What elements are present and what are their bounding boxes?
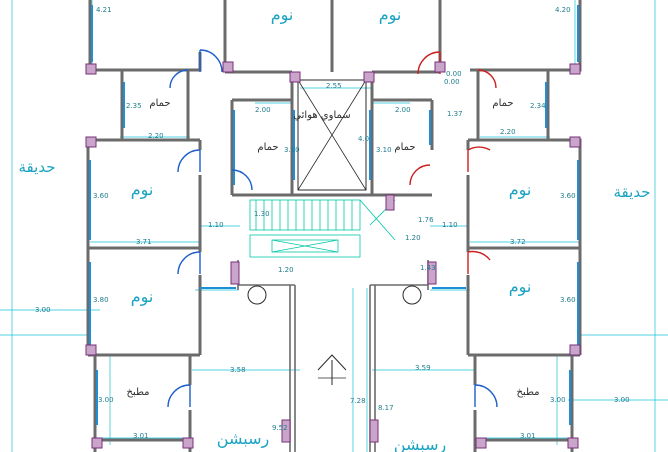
room-label-kitchen-right: مطبخ — [516, 387, 539, 398]
room-label-bedroom-right-2: نوم — [509, 277, 532, 297]
columns — [85, 61, 581, 449]
entrance-arrow-icon — [317, 354, 347, 385]
dim-text: 3.00 — [550, 396, 566, 404]
dim-text: 1.20 — [278, 266, 294, 274]
dim-text: 3.71 — [136, 238, 152, 246]
air-shaft — [297, 79, 367, 191]
dim-text: 3.10 — [284, 146, 300, 154]
dim-text: 2.34 — [530, 102, 546, 110]
room-labels: نوم نوم نوم نوم نوم نوم حمام حمام حمام ح… — [19, 5, 651, 452]
round-column-left — [247, 285, 267, 305]
dim-text: 3.00 — [35, 306, 51, 314]
room-label-bath-top-right: حمام — [492, 98, 513, 109]
room-label-bedroom-right-1: نوم — [509, 180, 532, 200]
dimension-texts: 4.21 4.20 2.35 2.34 2.20 2.20 2.55 2.00 … — [35, 6, 630, 440]
label-air-shaft: سماوي هوائي — [293, 110, 350, 121]
label-garden-left: حديقة — [19, 158, 56, 176]
dim-text: 3.58 — [230, 366, 246, 374]
label-reception-right: رسبشن — [394, 435, 446, 452]
dim-text: 3.01 — [520, 432, 536, 440]
dim-text: 3.80 — [93, 296, 109, 304]
room-label-bedroom-left-1: نوم — [131, 180, 154, 200]
dim-text: 3.10 — [376, 146, 392, 154]
dim-text: 3.60 — [560, 296, 576, 304]
dim-text: 3.60 — [93, 192, 109, 200]
dim-text: 4.20 — [555, 6, 571, 14]
dim-text: 2.35 — [126, 102, 142, 110]
label-garden-right: حديقة — [614, 183, 651, 201]
walls — [86, 0, 582, 452]
dim-text: 4.0 — [358, 135, 369, 143]
dim-text: 4.21 — [96, 6, 112, 14]
round-column-right — [402, 285, 422, 305]
dim-text: 3.59 — [415, 364, 431, 372]
room-label-kitchen-left: مطبخ — [126, 387, 149, 398]
dim-text: 2.55 — [326, 82, 342, 90]
dim-text: 1.30 — [254, 210, 270, 218]
room-label-bath-core-right: حمام — [394, 142, 415, 153]
dim-text: 3.01 — [133, 432, 149, 440]
dim-text: 1.20 — [405, 234, 421, 242]
dim-text: 1.10 — [442, 221, 458, 229]
label-reception-left: رسبشن — [217, 429, 269, 449]
dim-text: 3.60 — [560, 192, 576, 200]
dim-text: 3.72 — [510, 238, 526, 246]
dim-text: 1.76 — [418, 216, 434, 224]
dim-text: 3.00 — [614, 396, 630, 404]
room-label-bedroom-top-right: نوم — [379, 5, 402, 25]
dim-text: 0.00 — [446, 70, 462, 78]
dim-text: 1.37 — [447, 110, 463, 118]
dim-text: 9.52 — [272, 424, 288, 432]
dim-text: 2.00 — [255, 106, 271, 114]
dim-text: 2.20 — [148, 132, 164, 140]
room-label-bath-top-left: حمام — [149, 98, 170, 109]
staircase — [249, 199, 396, 258]
room-label-bedroom-left-2: نوم — [131, 287, 154, 307]
windows — [89, 5, 579, 425]
room-label-bedroom-top-left: نوم — [271, 5, 294, 25]
dim-text: 2.20 — [500, 128, 516, 136]
doors — [167, 49, 498, 408]
dim-text: 7.28 — [350, 397, 366, 405]
dim-text: 3.00 — [98, 396, 114, 404]
dim-text: 2.00 — [395, 106, 411, 114]
dim-text: 8.17 — [378, 404, 394, 412]
room-label-bath-core-left: حمام — [257, 142, 278, 153]
dim-text: 1.43 — [420, 264, 436, 272]
dim-text: 0.00 — [444, 78, 460, 86]
dim-text: 1.10 — [208, 221, 224, 229]
